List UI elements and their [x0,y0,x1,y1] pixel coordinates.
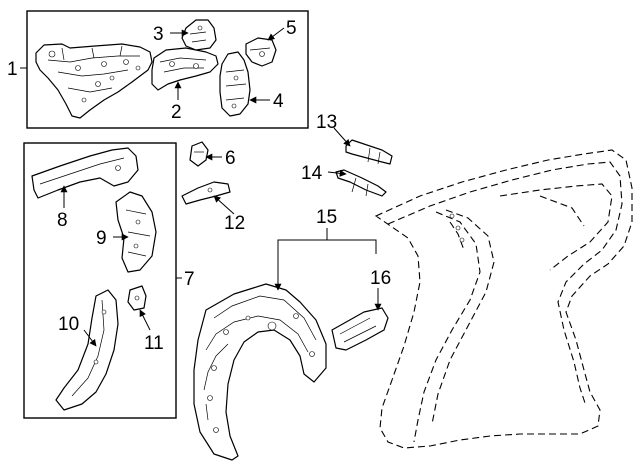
callout-7: 7 [184,269,195,290]
callout-13: 13 [316,112,337,133]
callout-10: 10 [58,314,79,335]
leader-5 [267,27,285,41]
callout-9: 9 [96,228,107,249]
part-12-bracket [181,181,231,205]
part-10-pillar [55,289,119,411]
quarter-panel-outline [374,149,633,449]
callout-14: 14 [301,163,323,184]
part-5-bracket [245,37,277,67]
leader-11 [139,309,151,331]
leader-12 [213,195,235,215]
leader-15-bracket [277,239,377,290]
callout-6: 6 [225,148,236,169]
part-3-bracket [181,19,217,51]
part-9-gusset [115,191,157,273]
part-8-rail [31,147,139,199]
callout-11: 11 [144,333,164,354]
callout-5: 5 [286,18,297,39]
leader-14 [327,169,347,177]
callout-1: 1 [7,59,18,80]
callout-16: 16 [370,268,391,289]
leader-13 [333,127,351,147]
callout-2: 2 [171,102,182,123]
callout-4: 4 [273,91,284,112]
part-16-extension [331,307,389,351]
leader-10 [83,329,97,347]
part-15-wheelhouse [193,283,327,461]
callout-8: 8 [57,210,68,231]
callout-15: 15 [316,207,337,228]
group-box-7 [23,142,177,419]
part-13-strut [345,139,393,165]
part-4-reinforcement [219,51,251,117]
group-box-1 [26,10,309,129]
part-6-bracket [189,141,209,167]
part-14-strut [335,169,387,197]
callout-3: 3 [153,24,164,45]
part-2-bracket [151,47,219,91]
part-inner-panel [35,43,153,119]
part-11-plate [127,285,147,311]
callout-12: 12 [224,213,245,234]
